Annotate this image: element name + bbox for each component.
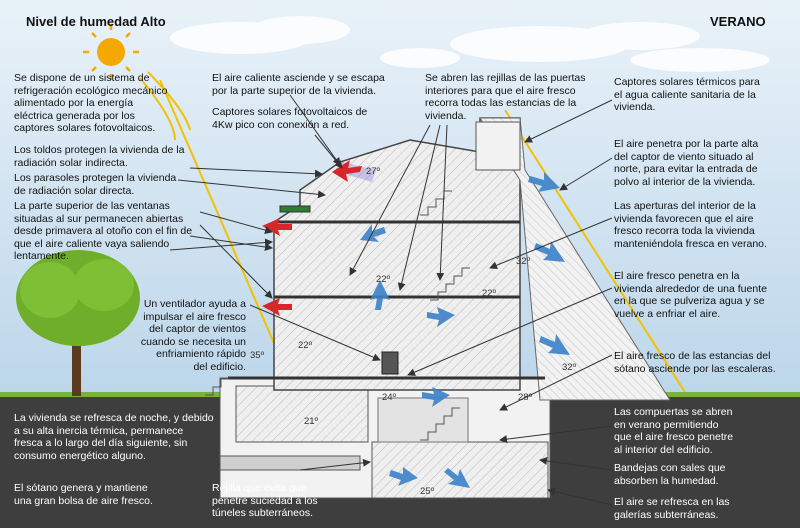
label-grille: Rejilla que evita que penetre suciedad a… (212, 482, 318, 519)
cool-air-arrows (360, 172, 570, 488)
temp-22-upper: 22º (376, 274, 391, 285)
label-air-entry: El aire penetra por la parte alta del ca… (614, 138, 759, 188)
basement-stair (377, 397, 469, 443)
temp-35: 35º (250, 350, 265, 361)
warm-air-arrows (262, 160, 362, 316)
temp-25: 25º (420, 486, 435, 497)
label-upper-windows: La parte superior de las ventanas situad… (14, 200, 193, 262)
temp-28: 28º (518, 392, 533, 403)
temp-32-lower: 32º (562, 362, 577, 373)
sun-rays (139, 71, 691, 401)
floor-slabs (228, 220, 545, 380)
label-interior-openings: Las aperturas del interior de la viviend… (614, 200, 767, 250)
fan-icon (381, 351, 399, 375)
diagram-title: Nivel de humedad Alto (26, 14, 166, 29)
label-basement-air: El aire fresco de las estancias del sóta… (614, 350, 776, 375)
label-mechanical-cooling: Se dispone de un sistema de refrigeració… (14, 72, 168, 134)
temp-32-upper: 32º (516, 256, 531, 267)
tree-icon (16, 250, 140, 396)
temp-22-right: 22º (482, 288, 497, 299)
clouds (170, 16, 770, 72)
temp-21: 21º (304, 416, 319, 427)
label-awnings: Los toldos protegen la vivienda de la ra… (14, 144, 185, 169)
temp-27: 27º (366, 166, 381, 177)
label-basement-pocket: El sótano genera y mantiene una gran bol… (14, 482, 153, 507)
season-label: VERANO (710, 14, 766, 29)
label-fountain: El aire fresco penetra en la vivienda al… (614, 270, 767, 320)
basement-room (235, 385, 369, 443)
wind-catcher (479, 117, 671, 401)
label-hot-air-rises: El aire caliente asciende y se escapa po… (212, 72, 385, 97)
label-sunshades: Los parasoles protegen la vivienda de ra… (14, 172, 177, 197)
leader-lines (169, 94, 613, 506)
label-salt-trays: Bandejas con sales que absorben la humed… (614, 462, 726, 487)
wind-catcher-top (475, 121, 521, 171)
label-pv-collectors: Captores solares fotovoltaicos de 4Kw pi… (212, 106, 368, 131)
label-galleries: El aire se refresca en las galerías subt… (614, 496, 730, 521)
label-night-cooling: La vivienda se refresca de noche, y debi… (14, 412, 214, 462)
label-thermal-collectors: Captores solares térmicos para el agua c… (614, 76, 760, 113)
temp-22-lower: 22º (298, 340, 313, 351)
label-door-grilles: Se abren las rejillas de las puertas int… (425, 72, 586, 122)
label-dampers: Las compuertas se abren en verano permit… (614, 406, 734, 456)
temp-24: 24º (382, 392, 397, 403)
label-fan: Un ventilador ayuda a impulsar el aire f… (140, 298, 246, 373)
wind-tunnel (219, 455, 361, 471)
sun-icon (83, 24, 139, 80)
